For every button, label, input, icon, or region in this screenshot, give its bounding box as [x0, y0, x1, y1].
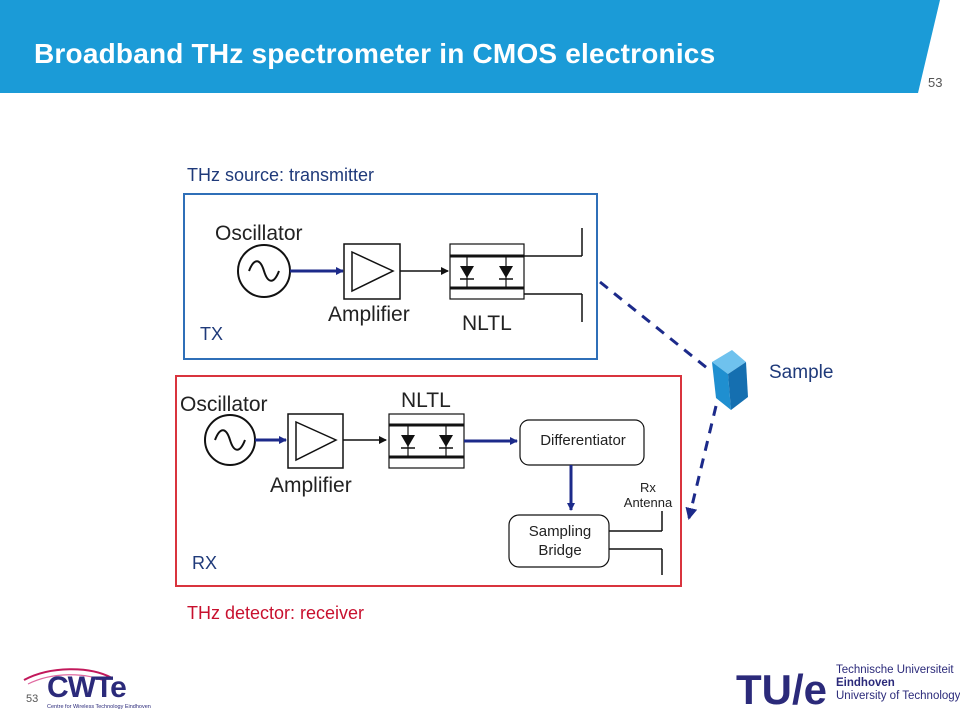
cwte-logo: [23, 668, 113, 685]
rx-caption: THz detector: receiver: [187, 603, 365, 623]
sampling-bridge-line2: Bridge: [538, 542, 582, 559]
beam-sample-to-rx: [685, 405, 718, 520]
tue-line1: Technische Universiteit: [836, 664, 954, 676]
cwte-subtitle: Centre for Wireless Technology Eindhoven: [47, 704, 151, 710]
tx-antenna-symbol: [524, 228, 583, 322]
tx-nltl-label: NLTL: [462, 312, 512, 335]
beam-tx-to-sample: [599, 280, 713, 374]
slide-title: Broadband THz spectrometer in CMOS elect…: [34, 38, 716, 69]
tue-mark-text: TU/e: [736, 666, 827, 712]
page-number: 53: [928, 75, 943, 90]
tue-logo-text: Technische Universiteit Eindhoven Univer…: [836, 664, 960, 703]
tx-oscillator-label: Oscillator: [215, 222, 303, 245]
tue-logo-mark: TU/e: [736, 666, 827, 712]
differentiator-block: [519, 419, 645, 466]
header-band: [0, 0, 940, 93]
rx-nltl-label: NLTL: [401, 389, 451, 412]
rx-nltl-symbol: [388, 413, 465, 469]
rx-antenna-label: Rx Antenna: [612, 480, 684, 510]
tue-line2: Eindhoven: [836, 677, 895, 689]
sampling-bridge-label: Sampling Bridge: [510, 522, 610, 560]
tx-caption: THz source: transmitter: [187, 165, 375, 185]
differentiator-label: Differentiator: [540, 432, 626, 449]
sample-slab: [712, 350, 748, 410]
rx-tag: RX: [192, 553, 218, 573]
sample-label: Sample: [769, 362, 834, 383]
rx-antenna-line1: Rx: [640, 480, 656, 495]
cwte-wordmark: CWTe: [47, 671, 127, 704]
page-number-bottom: 53: [26, 693, 39, 705]
rx-amplifier-symbol: [287, 413, 344, 469]
rx-antenna-symbol: [609, 511, 663, 575]
rx-oscillator-label: Oscillator: [180, 393, 268, 416]
tue-line3: University of Technology: [836, 690, 960, 702]
rx-antenna-line2: Antenna: [623, 495, 673, 510]
sampling-bridge-block: [508, 514, 610, 568]
sampling-bridge-line1: Sampling: [528, 523, 592, 540]
tx-nltl-symbol: [449, 243, 525, 300]
rx-amplifier-label: Amplifier: [270, 474, 352, 497]
tx-amplifier-label: Amplifier: [328, 303, 410, 326]
tx-amplifier-symbol: [343, 243, 401, 300]
tx-tag: TX: [200, 324, 224, 344]
